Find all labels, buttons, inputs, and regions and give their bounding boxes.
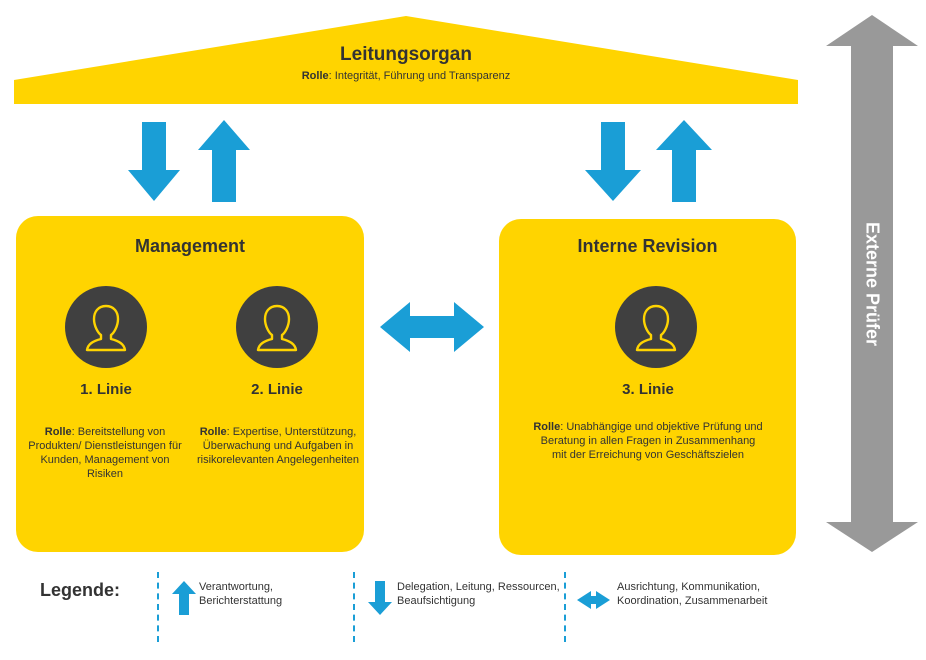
governing-body-role: Rolle: Integrität, Führung und Transpare… <box>301 70 511 82</box>
third-line-title: 3. Linie <box>622 381 674 398</box>
role-label: Rolle <box>199 426 227 438</box>
legend-divider <box>157 572 159 642</box>
role-label: Rolle <box>44 426 72 438</box>
third-line-role: Rolle: Unabhängige und objektive Prüfung… <box>533 421 763 461</box>
internal-audit-box <box>499 219 796 555</box>
role-text: Unabhängige und objektive Prüfung und Be… <box>540 421 763 461</box>
legend-arrow-both-icon <box>577 591 610 609</box>
arrow-down-icon <box>585 122 641 201</box>
legend-item-responsibility: Verantwortung, Berichterstattung <box>199 581 283 607</box>
role-label: Rolle <box>533 421 561 433</box>
management-title: Management <box>134 236 246 256</box>
person-icon <box>615 286 697 368</box>
role-text: Bereitstellung von Produkten/ Dienstleis… <box>28 426 182 480</box>
second-line-title: 2. Linie <box>251 381 303 398</box>
person-icon <box>65 286 147 368</box>
governing-body-title: Leitungsorgan <box>340 44 472 65</box>
legend-divider <box>564 572 566 642</box>
person-icon <box>236 286 318 368</box>
legend-divider <box>353 572 355 642</box>
legend-item-alignment: Ausrichtung, Kommunikation, Koordination… <box>617 581 768 607</box>
legend-arrow-down-icon <box>368 581 392 615</box>
first-line-title: 1. Linie <box>80 381 132 398</box>
legend-item-delegation: Delegation, Leitung, Ressourcen, Beaufsi… <box>397 581 560 607</box>
legend-title: Legende: <box>40 580 121 600</box>
internal-audit-title: Interne Revision <box>577 236 718 256</box>
external-auditors-label: Externe Prüfer <box>862 221 883 347</box>
arrow-down-icon <box>128 122 180 201</box>
second-line-role: Rolle: Expertise, Unterstützung, Überwac… <box>196 426 360 466</box>
arrow-both-icon <box>380 302 484 352</box>
legend-arrow-up-icon <box>172 581 196 615</box>
arrow-up-icon <box>198 120 250 202</box>
first-line-role: Rolle: Bereitstellung von Produkten/ Die… <box>28 426 182 480</box>
role-text: Expertise, Unterstützung, Überwachung un… <box>196 426 360 466</box>
management-box <box>16 216 364 552</box>
role-text: Integrität, Führung und Transparenz <box>334 70 511 82</box>
role-label: Rolle <box>301 70 329 82</box>
external-auditors-arrow <box>826 15 918 552</box>
arrow-up-icon <box>656 120 712 202</box>
